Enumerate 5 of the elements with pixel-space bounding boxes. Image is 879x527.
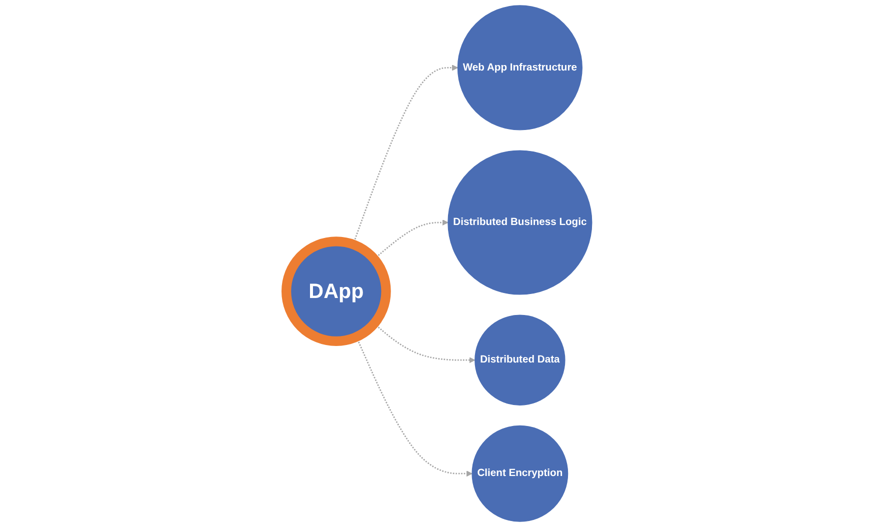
node-circle: Client Encryption <box>472 425 569 522</box>
node-circle: Web App Infrastructure <box>458 5 583 130</box>
node-circle: Distributed Data <box>474 314 566 406</box>
node-circle: DApp <box>282 236 392 346</box>
node-circle: Distributed Business Logic <box>448 150 593 295</box>
